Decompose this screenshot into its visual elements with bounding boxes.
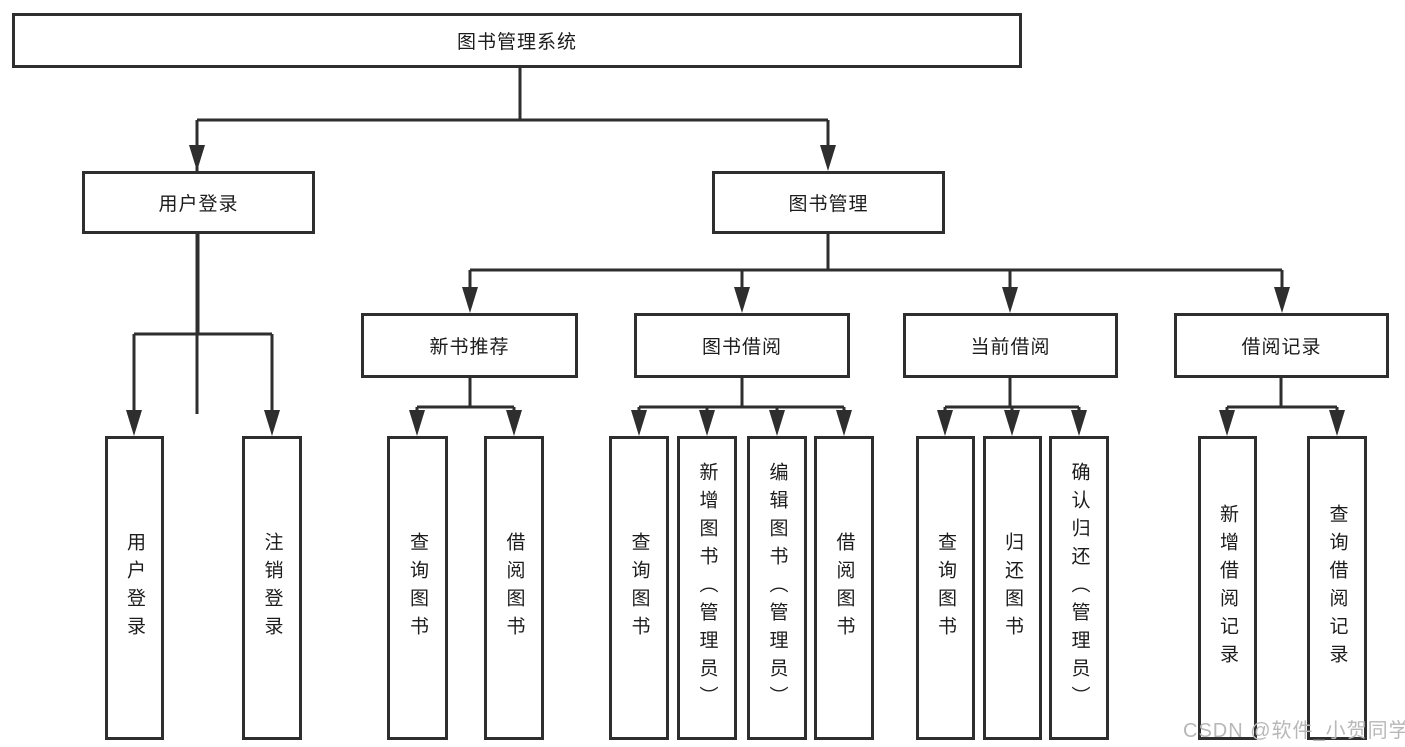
node-label: 查询借阅记录 — [1326, 504, 1348, 672]
leaf-query-book-1: 查询图书 — [387, 436, 448, 740]
arrowhead-icon — [769, 410, 785, 436]
arrowhead-icon — [734, 287, 750, 313]
arrowhead-icon — [1219, 410, 1235, 436]
arrowhead-icon — [937, 410, 953, 436]
node-label: 图书借阅 — [701, 337, 782, 358]
leaf-borrow-book-1: 借阅图书 — [484, 436, 544, 740]
connector-book-management-to-level3 — [468, 234, 1284, 291]
leaf-logout: 注销登录 — [242, 436, 302, 740]
arrowhead-icon — [1071, 410, 1087, 436]
node-label: 编辑图书（管理员） — [766, 462, 788, 714]
leaf-query-book-2: 查询图书 — [609, 436, 669, 740]
arrowhead-icon — [820, 145, 836, 171]
node-label: 用户登录 — [158, 194, 239, 215]
node-book-borrowing: 图书借阅 — [634, 313, 850, 378]
arrowhead-icon — [1002, 287, 1018, 313]
node-label: 当前借阅 — [970, 337, 1051, 358]
node-new-book-recommend: 新书推荐 — [361, 313, 578, 378]
connector-borrow-records-to-leaves — [1225, 378, 1339, 414]
node-label: 借阅记录 — [1241, 337, 1322, 358]
node-label: 新增借阅记录 — [1217, 504, 1238, 672]
arrowhead-icon — [506, 410, 522, 436]
leaf-query-borrow-record: 查询借阅记录 — [1307, 436, 1367, 740]
node-label: 确认归还（管理员） — [1068, 462, 1090, 714]
arrowhead-icon — [264, 410, 280, 436]
arrowhead-icon — [462, 287, 478, 313]
arrowhead-icon — [836, 410, 852, 436]
leaf-user-login: 用户登录 — [105, 436, 164, 740]
node-root-system: 图书管理系统 — [12, 13, 1022, 68]
arrowhead-icon — [126, 410, 142, 436]
node-label: 归还图书 — [1002, 532, 1023, 644]
node-book-management: 图书管理 — [712, 171, 945, 234]
leaf-borrow-book-2: 借阅图书 — [814, 436, 874, 740]
node-label: 注销登录 — [261, 532, 283, 644]
node-label: 借阅图书 — [503, 532, 525, 644]
node-label: 新书推荐 — [429, 337, 510, 358]
connector-new-book-recommend-to-leaves — [415, 378, 516, 414]
node-label: 图书管理 — [788, 194, 869, 215]
leaf-add-borrow-record: 新增借阅记录 — [1198, 436, 1257, 740]
node-label: 图书管理系统 — [456, 32, 577, 53]
arrowhead-icon — [699, 410, 715, 436]
node-label: 查询图书 — [628, 532, 650, 644]
connector-current-borrowing-to-leaves — [943, 378, 1081, 414]
node-borrow-records: 借阅记录 — [1174, 313, 1389, 378]
watermark-text: CSDN @软件_小贺同学 — [1183, 720, 1405, 742]
arrowhead-icon — [1274, 287, 1290, 313]
node-label: 查询图书 — [407, 532, 428, 644]
connector-user-login-to-leaves — [132, 234, 274, 414]
node-label: 借阅图书 — [833, 532, 855, 644]
arrowhead-icon — [409, 410, 425, 436]
connector-book-borrowing-to-leaves — [637, 378, 846, 414]
arrowhead-icon — [1329, 410, 1345, 436]
leaf-confirm-return-admin: 确认归还（管理员） — [1049, 436, 1109, 740]
leaf-return-book: 归还图书 — [983, 436, 1042, 740]
node-current-borrowing: 当前借阅 — [903, 313, 1118, 378]
arrowhead-icon — [631, 410, 647, 436]
leaf-edit-book-admin: 编辑图书（管理员） — [747, 436, 807, 740]
node-label: 新增图书（管理员） — [696, 462, 718, 714]
node-user-login: 用户登录 — [82, 171, 315, 234]
node-label: 用户登录 — [124, 532, 145, 644]
leaf-query-book-3: 查询图书 — [916, 436, 975, 740]
node-label: 查询图书 — [935, 532, 956, 644]
leaf-add-book-admin: 新增图书（管理员） — [677, 436, 737, 740]
arrowhead-icon — [189, 145, 205, 171]
arrowhead-icon — [1004, 410, 1020, 436]
